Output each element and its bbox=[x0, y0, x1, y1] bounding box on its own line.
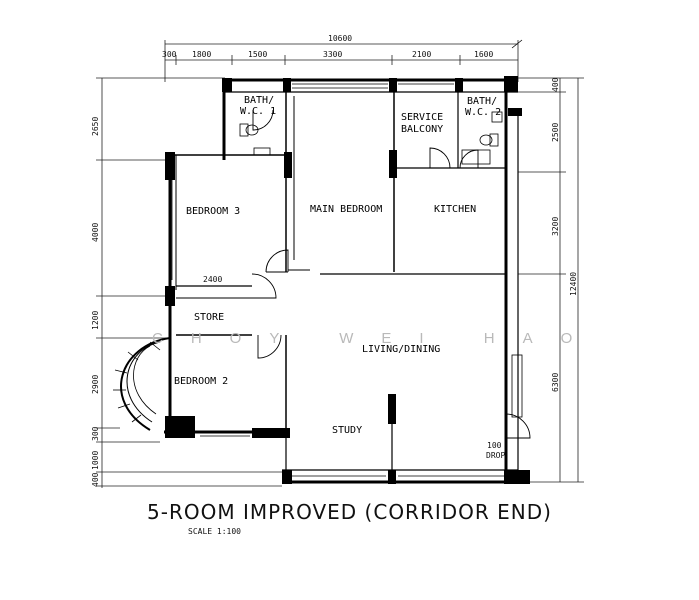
plan-scale: SCALE 1:100 bbox=[188, 527, 241, 536]
label-bath-wc-1-line1: BATH/ bbox=[244, 95, 274, 106]
window-details bbox=[171, 83, 523, 477]
north-tick bbox=[511, 39, 523, 49]
bay-window bbox=[113, 337, 171, 431]
label-study: STUDY bbox=[332, 425, 362, 436]
label-living-dining: LIVING/DINING bbox=[362, 344, 440, 355]
left-dimension-lines bbox=[96, 77, 282, 488]
label-bath-wc-2-line2: W.C. 2 bbox=[465, 107, 501, 118]
dim-top-1800: 1800 bbox=[192, 50, 211, 59]
dim-top-total: 10600 bbox=[328, 34, 352, 43]
dim-left-1200: 1200 bbox=[91, 311, 100, 330]
dim-left-300: 300 bbox=[91, 426, 100, 441]
label-bath-wc-1-line2: W.C. 1 bbox=[240, 106, 276, 117]
dim-right-6300: 6300 bbox=[551, 373, 560, 392]
plan-title: 5-ROOM IMPROVED (CORRIDOR END) bbox=[147, 500, 552, 524]
dim-left-4000: 4000 bbox=[91, 223, 100, 242]
dim-left-400: 400 bbox=[91, 472, 100, 487]
dim-right-2500: 2500 bbox=[551, 123, 560, 142]
label-service-balcony-line2: BALCONY bbox=[401, 124, 443, 135]
label-refuse-100: 100 bbox=[487, 441, 502, 450]
dim-right-3200: 3200 bbox=[551, 217, 560, 236]
label-kitchen: KITCHEN bbox=[434, 204, 476, 215]
top-dimension-lines bbox=[164, 40, 519, 82]
label-main-bedroom: MAIN BEDROOM bbox=[310, 204, 382, 215]
dim-right-400: 400 bbox=[551, 77, 560, 92]
dim-left-2900: 2900 bbox=[91, 375, 100, 394]
sanitary-fixtures bbox=[239, 111, 503, 165]
dim-right-total: 12400 bbox=[569, 272, 578, 296]
dim-top-3300: 3300 bbox=[323, 50, 342, 59]
door-swings bbox=[251, 109, 531, 439]
label-service-balcony-line1: SERVICE bbox=[401, 112, 443, 123]
dim-left-1000: 1000 bbox=[91, 451, 100, 470]
label-bath-wc-2-line1: BATH/ bbox=[467, 96, 497, 107]
dim-top-2100: 2100 bbox=[412, 50, 431, 59]
dim-top-1500: 1500 bbox=[248, 50, 267, 59]
label-store: STORE bbox=[194, 312, 224, 323]
label-bedroom-3: BEDROOM 3 bbox=[186, 206, 240, 217]
label-store-width: 2400 bbox=[203, 275, 222, 284]
label-bedroom-2: BEDROOM 2 bbox=[174, 376, 228, 387]
dim-top-1600: 1600 bbox=[474, 50, 493, 59]
watermark: CHOY WEI HAO bbox=[152, 330, 600, 347]
wall-columns bbox=[165, 76, 530, 484]
label-refuse-drop: DROP bbox=[486, 451, 505, 460]
dim-left-2650: 2650 bbox=[91, 117, 100, 136]
dim-top-300: 300 bbox=[162, 50, 177, 59]
